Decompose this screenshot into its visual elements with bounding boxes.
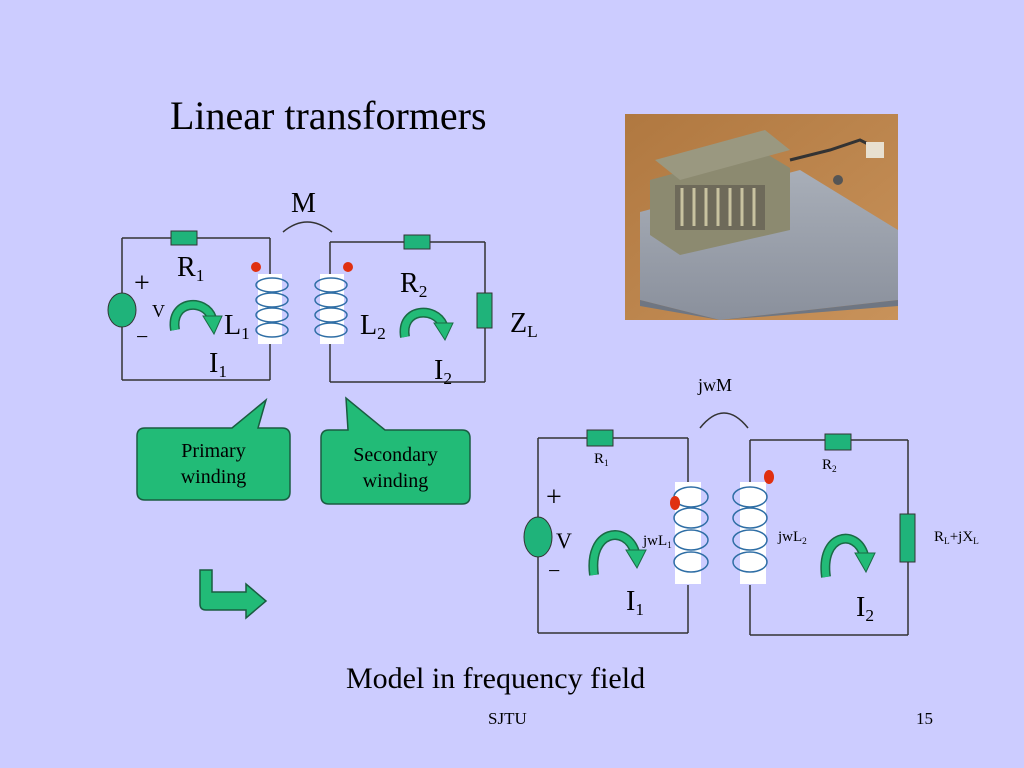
secondary-winding-label: Secondary winding — [353, 444, 438, 492]
secondary-coil-bottom — [732, 482, 768, 584]
i2-label-bottom: I2 — [856, 592, 875, 626]
v-label: V — [152, 301, 165, 321]
plus-sign: + — [134, 268, 150, 299]
r1-label: R1 — [177, 252, 205, 286]
primary-dot-bottom — [670, 496, 680, 510]
r2-resistor-bottom — [824, 433, 852, 451]
secondary-coil — [314, 274, 348, 344]
r1-resistor-bottom — [586, 429, 614, 447]
i1-arrow-bottom-icon — [588, 530, 647, 576]
r2-label-bottom: R2 — [822, 457, 837, 475]
minus-sign: − — [136, 324, 149, 349]
slide-title: Linear transformers — [170, 93, 487, 138]
load-label-bottom: RL+jXL — [934, 529, 979, 547]
jwm-label: jwM — [698, 375, 733, 395]
primary-dot — [251, 262, 261, 272]
i2-arrow-icon — [399, 307, 454, 342]
plus-sign-bottom: + — [546, 482, 562, 513]
primary-coil — [255, 274, 289, 344]
jwl1-label: jwL1 — [643, 533, 672, 551]
mutual-label: M — [291, 188, 316, 219]
voltage-source-bottom — [523, 516, 553, 558]
load-bottom — [899, 513, 916, 563]
r1-label-bottom: R1 — [594, 451, 609, 469]
footer-org: SJTU — [488, 709, 527, 728]
i2-label: I2 — [434, 355, 453, 389]
bottom-circuit — [537, 412, 909, 636]
transformer-photo — [625, 114, 898, 320]
r2-label: R2 — [400, 268, 428, 302]
bent-arrow-icon — [199, 569, 268, 620]
primary-winding-label: Primary winding — [180, 440, 247, 488]
l2-label: L2 — [360, 310, 386, 344]
r1-resistor — [170, 230, 198, 246]
voltage-source — [107, 292, 137, 328]
v-label-bottom: V — [556, 528, 572, 553]
zl-label: ZL — [510, 308, 538, 342]
i1-label-bottom: I1 — [626, 586, 645, 620]
i2-arrow-bottom-icon — [820, 533, 876, 578]
primary-callout — [136, 397, 291, 501]
r2-resistor — [403, 234, 431, 250]
i1-label: I1 — [209, 348, 228, 382]
secondary-dot — [343, 262, 353, 272]
secondary-callout — [320, 396, 471, 505]
slide-caption: Model in frequency field — [346, 662, 646, 695]
secondary-dot-bottom — [764, 470, 774, 484]
l1-label: L1 — [224, 310, 250, 344]
zl-load — [476, 292, 493, 329]
i1-arrow-icon — [169, 299, 223, 336]
top-circuit — [121, 221, 486, 383]
page-number: 15 — [916, 709, 933, 728]
jwl2-label: jwL2 — [778, 529, 807, 547]
primary-coil-bottom — [673, 482, 709, 584]
minus-sign-bottom: − — [548, 558, 561, 583]
